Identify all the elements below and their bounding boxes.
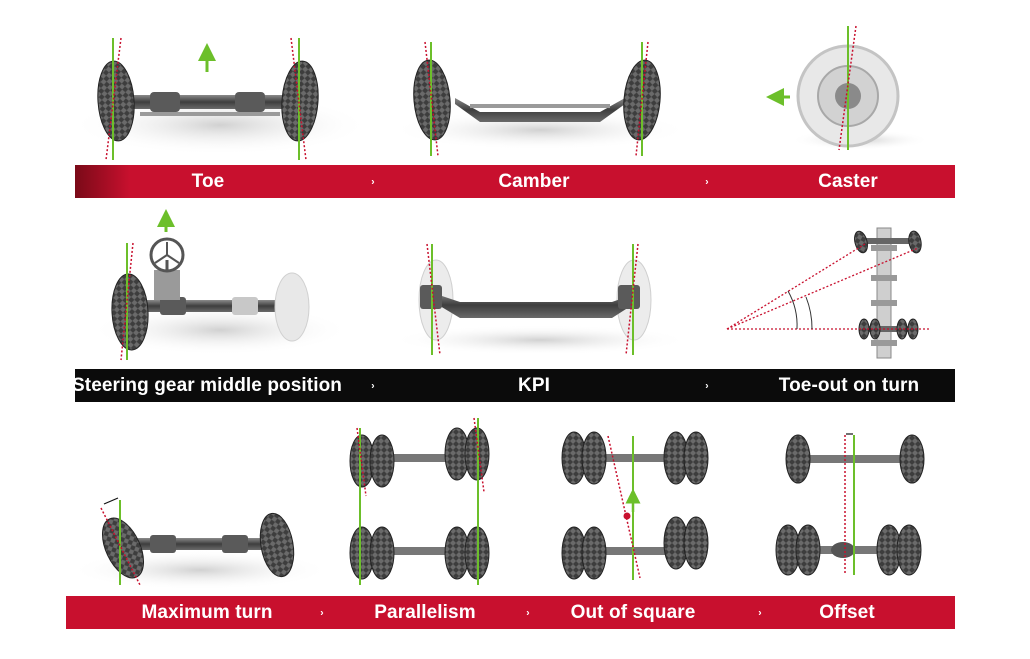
angle-indicator — [103, 497, 119, 505]
camber-illustration — [390, 41, 690, 157]
axle-beam — [455, 98, 625, 122]
steering-column — [154, 270, 180, 300]
label-toe-out-on-turn: Toe-out on turn — [778, 374, 920, 396]
tire — [581, 431, 607, 485]
caster-illustration — [766, 25, 930, 151]
thrust-line — [607, 435, 641, 579]
tire — [908, 230, 922, 254]
tire — [369, 434, 395, 488]
steering-gear-illustration — [90, 209, 350, 361]
spring-pad — [222, 535, 248, 553]
toe-angle-line — [105, 37, 122, 161]
axle-center-dot — [623, 512, 631, 520]
tie-rod — [140, 112, 280, 116]
separator-chevron-icon: › — [758, 607, 762, 618]
separator-chevron-icon: › — [371, 380, 375, 391]
tie-rod — [470, 104, 610, 108]
label-kpi: KPI — [518, 374, 550, 396]
out-of-square-illustration — [561, 431, 709, 580]
front-axle — [858, 238, 920, 244]
inner-wheel-line — [726, 243, 866, 330]
label-out-of-square: Out of square — [570, 601, 696, 623]
tire — [795, 524, 821, 576]
label-band-row-2: Steering gear middle position › KPI › To… — [72, 369, 955, 402]
tire — [683, 516, 709, 570]
separator-chevron-icon: › — [705, 176, 709, 187]
toe-out-on-turn-illustration — [726, 227, 930, 359]
tire — [581, 526, 607, 580]
angle-arc — [787, 290, 798, 330]
spring-pad — [235, 92, 265, 112]
axle-beam — [390, 547, 460, 555]
axle-beam — [595, 454, 675, 462]
offset-illustration — [775, 433, 925, 576]
toe-angle-line — [290, 37, 307, 161]
tire — [896, 524, 922, 576]
label-steering-gear-middle-position: Steering gear middle position — [72, 374, 342, 396]
tire-ghost — [274, 272, 310, 342]
chassis-frame — [876, 227, 892, 359]
steering-wheel-icon — [149, 237, 185, 273]
camber-angle-line — [424, 41, 439, 157]
label-band-row-1: Toe › Camber › Caster — [75, 165, 955, 198]
knuckle — [618, 285, 640, 309]
separator-chevron-icon: › — [371, 176, 375, 187]
maximum-turn-illustration — [70, 497, 330, 590]
differential — [831, 542, 855, 558]
spring-pad — [160, 297, 186, 315]
parallelism-angle-line — [356, 427, 367, 497]
camber-angle-line — [635, 41, 649, 157]
parallelism-angle-line — [473, 417, 485, 493]
separator-chevron-icon: › — [526, 607, 530, 618]
axle-beam — [430, 292, 640, 318]
toe-illustration — [70, 37, 370, 161]
tire — [369, 526, 395, 580]
kpi-illustration — [390, 243, 690, 356]
spring-pad — [150, 535, 176, 553]
angle-arc — [805, 296, 813, 330]
ground-shadow — [390, 110, 690, 150]
ground-shadow — [390, 325, 690, 355]
kpi-angle-line — [625, 243, 639, 356]
spring-pad — [232, 297, 258, 315]
label-offset: Offset — [819, 601, 875, 623]
tire — [683, 431, 709, 485]
tire — [899, 434, 925, 484]
tire — [259, 512, 295, 578]
kpi-angle-line — [426, 243, 441, 356]
parallelism-illustration — [349, 417, 490, 585]
label-parallelism: Parallelism — [374, 601, 476, 623]
tire — [854, 230, 868, 254]
tire — [111, 273, 149, 351]
spring-pad — [150, 92, 180, 112]
label-band-row-3: Maximum turn › Parallelism › Out of squa… — [66, 596, 955, 629]
label-maximum-turn: Maximum turn — [141, 601, 273, 623]
tire — [896, 318, 908, 340]
axle-beam — [595, 547, 675, 555]
axle-beam — [390, 454, 460, 462]
separator-chevron-icon: › — [320, 607, 324, 618]
tire — [785, 434, 811, 484]
label-caster: Caster — [818, 170, 878, 192]
separator-chevron-icon: › — [705, 380, 709, 391]
caster-angle-line — [838, 25, 857, 151]
label-camber: Camber — [498, 170, 570, 192]
outer-wheel-line — [726, 247, 919, 330]
label-toe: Toe — [191, 170, 225, 192]
axle-beam — [805, 455, 910, 463]
